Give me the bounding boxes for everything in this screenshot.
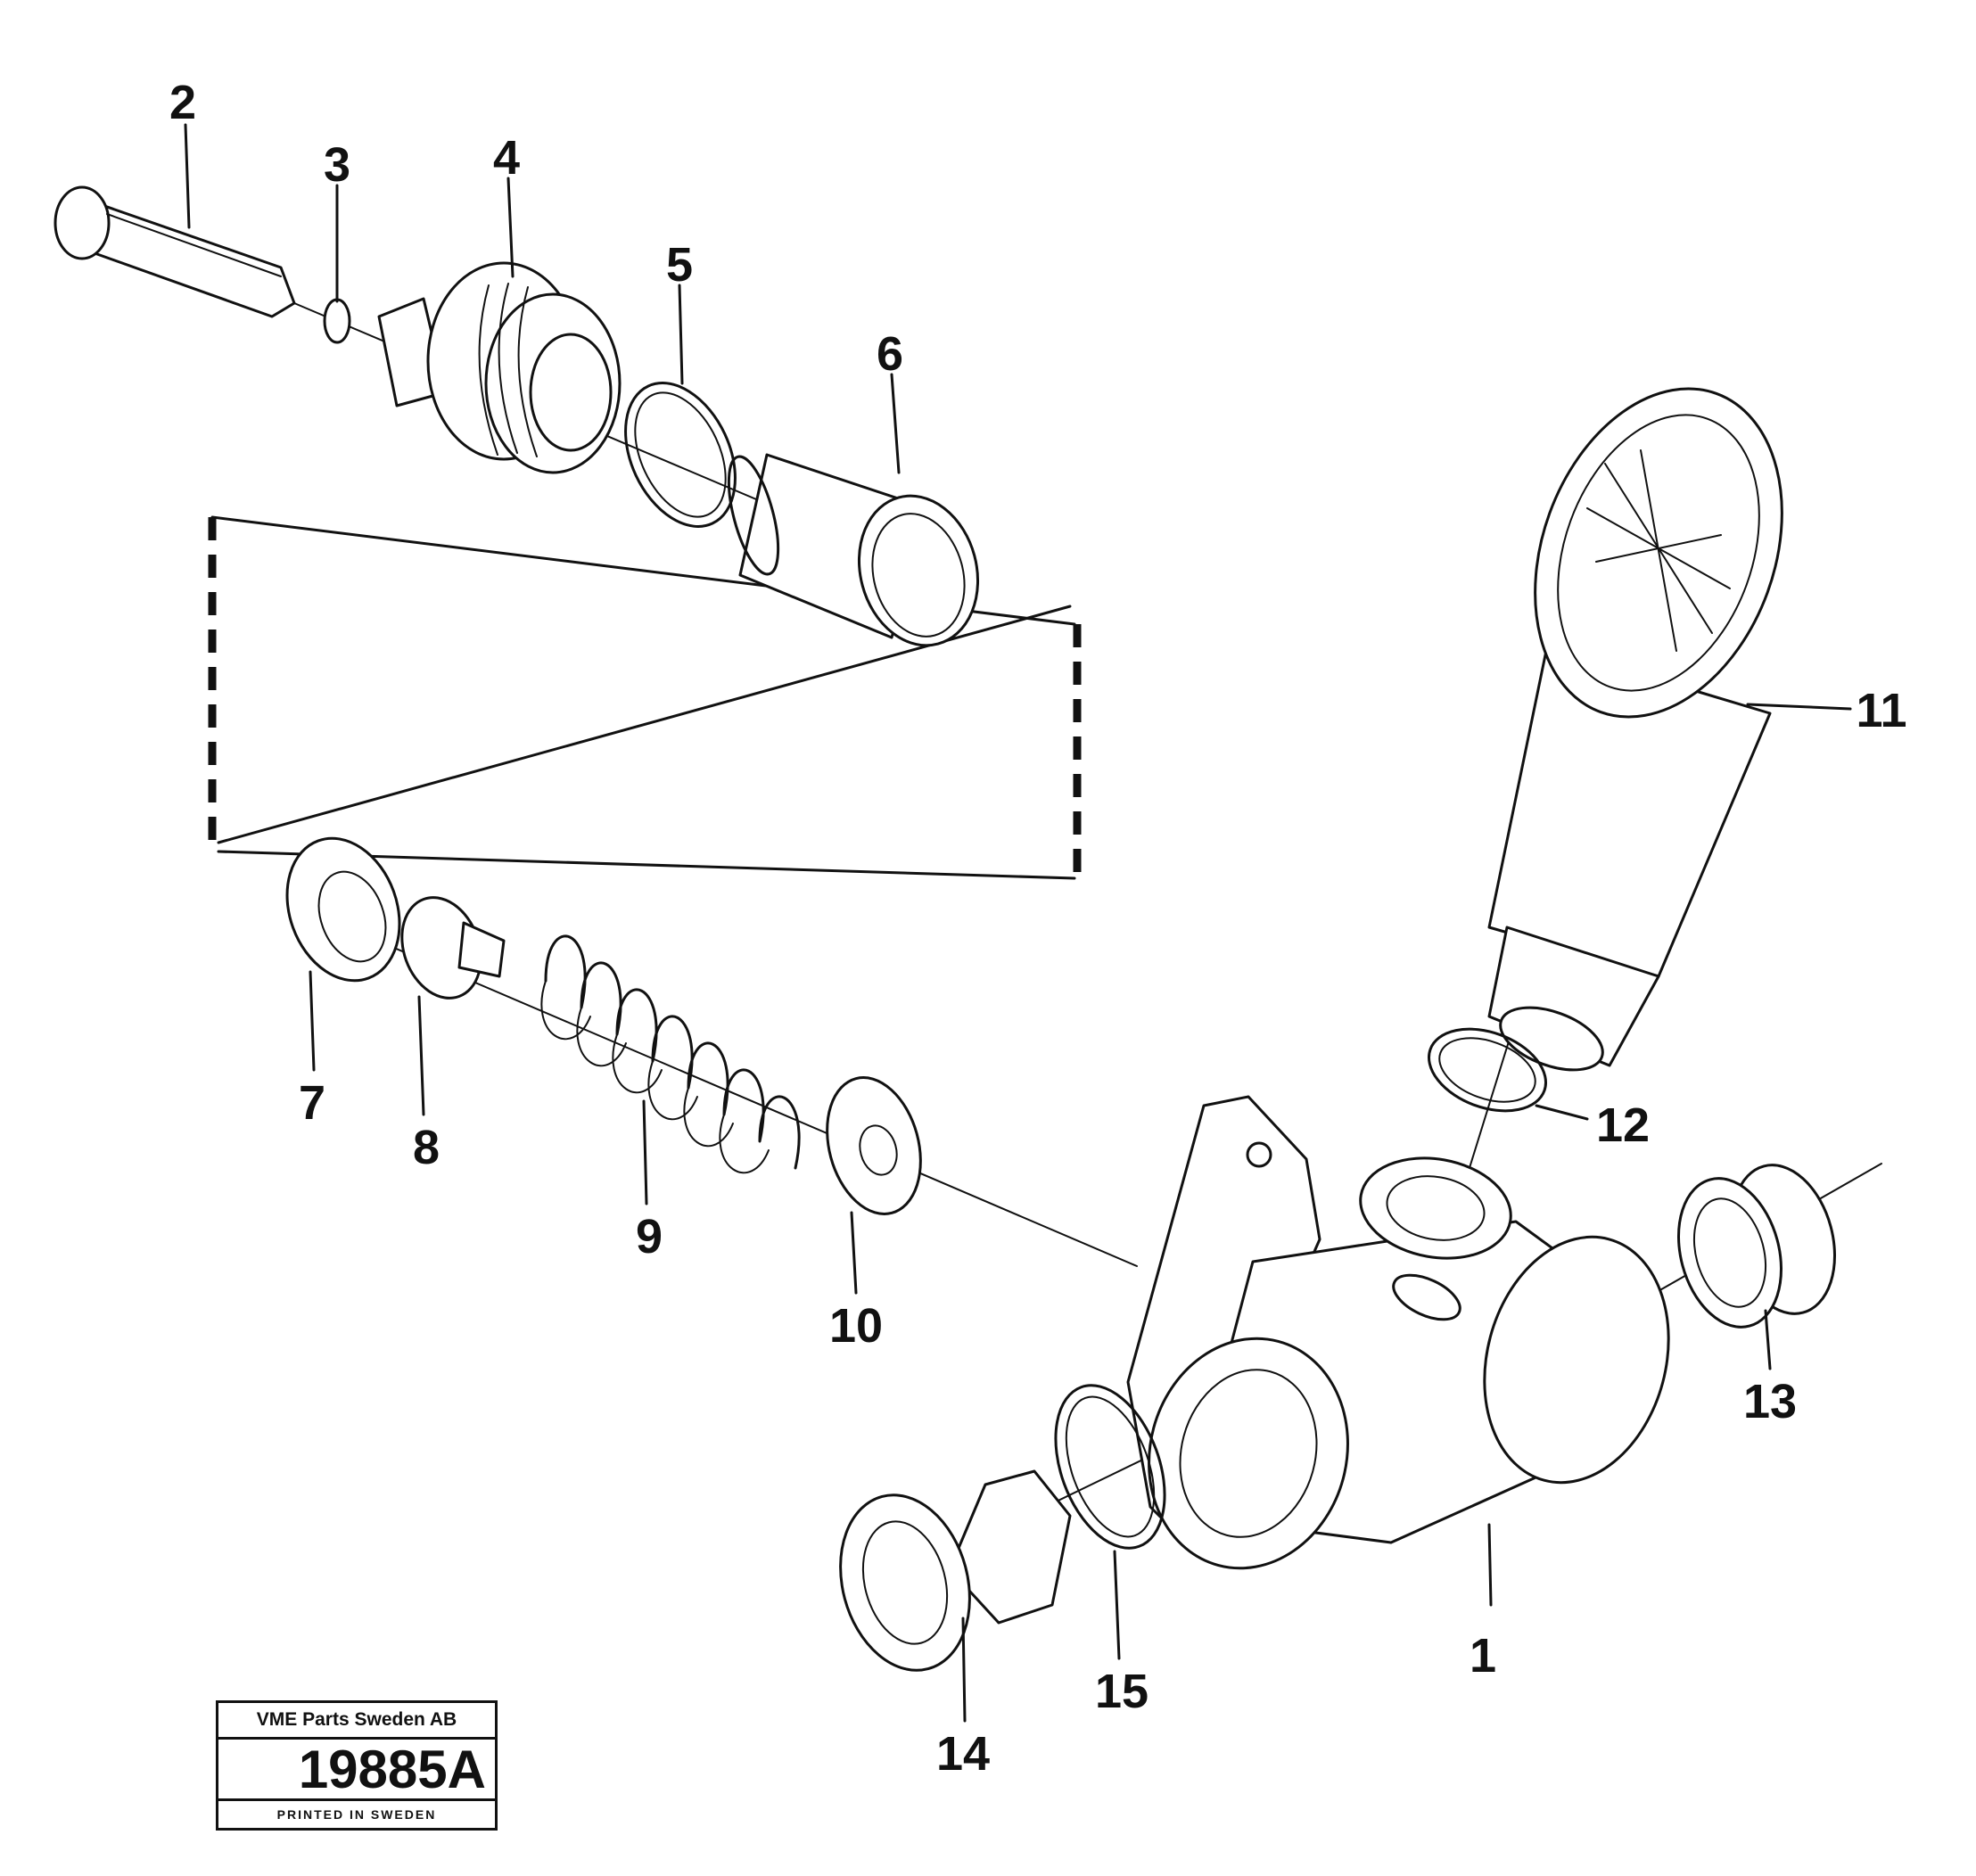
part-2-bolt	[54, 185, 296, 318]
part-1-pump-housing	[1126, 1095, 1670, 1570]
leader-lines	[184, 123, 1852, 1723]
stamp-printed: PRINTED IN SWEDEN	[276, 1807, 437, 1822]
callout-2: 2	[169, 76, 196, 129]
part-6-sleeve	[727, 453, 980, 647]
callout-8: 8	[413, 1121, 440, 1174]
callout-14: 14	[936, 1727, 990, 1781]
stamp-company: VME Parts Sweden AB	[218, 1703, 495, 1740]
callout-numbers: 1 2 3 4 5 6 7 8 9 10 11 12 13 14 15	[169, 76, 1907, 1781]
callout-7: 7	[299, 1076, 325, 1130]
callout-1: 1	[1470, 1629, 1496, 1683]
part-13-plug	[1676, 1164, 1837, 1329]
part-4-threaded-plug	[377, 261, 622, 474]
callout-9: 9	[636, 1210, 663, 1263]
part-5-o-ring	[624, 382, 737, 528]
part-12-sealing-ring	[1428, 1027, 1547, 1113]
part-3-washer	[323, 298, 351, 344]
drawing-stamp: VME Parts Sweden AB 19885A PRINTED IN SW…	[216, 1700, 498, 1831]
callout-6: 6	[877, 327, 903, 381]
stamp-drawing-number: 19885A	[218, 1740, 495, 1801]
part-11-hand-pump	[1487, 387, 1783, 1072]
callout-5: 5	[666, 238, 693, 292]
callout-10: 10	[829, 1299, 883, 1353]
callout-12: 12	[1596, 1098, 1650, 1152]
callout-11: 11	[1856, 684, 1906, 737]
part-8-valve	[400, 896, 506, 1000]
callout-15: 15	[1095, 1665, 1149, 1718]
part-7-bushing	[285, 836, 401, 983]
callout-4: 4	[493, 131, 520, 185]
part-9-spring	[540, 934, 801, 1174]
callout-3: 3	[324, 138, 350, 192]
part-14-banjo-bolt	[839, 1469, 1072, 1672]
part-15-sealing-ring	[1054, 1384, 1166, 1550]
part-10-washer	[826, 1076, 922, 1215]
callout-13: 13	[1743, 1375, 1797, 1428]
